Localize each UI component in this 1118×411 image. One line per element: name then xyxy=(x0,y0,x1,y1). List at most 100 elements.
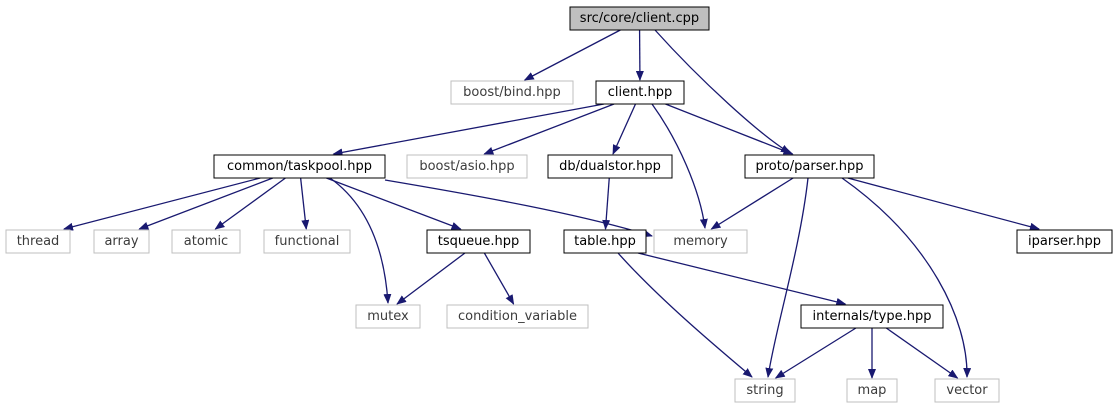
node-string: string xyxy=(734,378,796,403)
edge-path xyxy=(299,177,310,230)
edge-internals-type-to-vector xyxy=(885,327,959,379)
edge-client-cpp-to-boost-bind xyxy=(523,29,621,81)
edge-client-hpp-to-db-dualstor xyxy=(612,103,637,155)
edge-path xyxy=(214,177,286,230)
node-box xyxy=(263,229,351,254)
node-box[interactable] xyxy=(744,154,875,179)
node-box[interactable] xyxy=(595,80,685,105)
node-box[interactable] xyxy=(213,154,386,179)
edge-proto-parser-to-string xyxy=(765,177,809,378)
edge-common-taskpool-to-mutex xyxy=(329,177,392,304)
node-common-taskpool[interactable]: common/taskpool.hpp xyxy=(213,154,386,179)
node-internals-type[interactable]: internals/type.hpp xyxy=(800,304,944,329)
node-label: mutex xyxy=(367,309,409,324)
edge-path xyxy=(326,177,462,230)
node-vector: vector xyxy=(934,378,1000,403)
edge-path xyxy=(396,252,466,305)
node-table[interactable]: table.hpp xyxy=(563,229,647,254)
edge-path xyxy=(523,29,621,81)
node-label: client.hpp xyxy=(608,85,673,100)
edge-path xyxy=(329,177,392,304)
node-label: atomic xyxy=(184,234,228,249)
node-boost-asio: boost/asio.hpp xyxy=(406,154,528,179)
edge-path xyxy=(654,29,791,154)
node-mutex: mutex xyxy=(355,304,421,329)
node-label: memory xyxy=(673,234,728,249)
node-box xyxy=(846,378,898,403)
node-label: internals/type.hpp xyxy=(813,309,932,324)
edge-path xyxy=(483,252,515,305)
node-label: array xyxy=(104,234,138,249)
edge-proto-parser-to-iparser xyxy=(847,177,1040,231)
edges-layer xyxy=(63,29,1040,379)
edge-path xyxy=(637,252,847,306)
node-iparser[interactable]: iparser.hpp xyxy=(1016,229,1113,254)
node-box xyxy=(5,229,71,254)
edge-client-cpp-to-proto-parser xyxy=(654,29,791,154)
edge-common-taskpool-to-atomic xyxy=(214,177,286,230)
edge-tsqueue-to-mutex xyxy=(396,252,466,305)
node-thread: thread xyxy=(5,229,71,254)
edge-path xyxy=(710,177,794,230)
node-box xyxy=(734,378,796,403)
node-label: iparser.hpp xyxy=(1028,234,1101,249)
edge-internals-type-to-string xyxy=(774,327,857,379)
edge-path xyxy=(483,103,615,155)
edge-common-taskpool-to-functional xyxy=(299,177,310,230)
edge-path xyxy=(617,252,753,378)
edge-path xyxy=(384,179,653,238)
edge-path xyxy=(138,177,274,230)
node-box xyxy=(934,378,1000,403)
node-label: boost/asio.hpp xyxy=(419,159,514,174)
edge-common-taskpool-to-thread xyxy=(63,177,261,231)
node-label: thread xyxy=(17,234,60,249)
node-box[interactable] xyxy=(547,154,673,179)
node-box[interactable] xyxy=(569,6,710,31)
node-label: proto/parser.hpp xyxy=(755,159,863,174)
node-map: map xyxy=(846,378,898,403)
node-memory: memory xyxy=(653,229,748,254)
node-client-hpp[interactable]: client.hpp xyxy=(595,80,685,105)
edge-common-taskpool-to-memory xyxy=(384,179,653,238)
edge-proto-parser-to-memory xyxy=(710,177,794,230)
node-condition-variable: condition_variable xyxy=(446,304,589,329)
node-array: array xyxy=(93,229,150,254)
node-box xyxy=(450,80,574,105)
node-box[interactable] xyxy=(800,304,944,329)
edge-table-to-string xyxy=(617,252,753,378)
edge-path xyxy=(841,177,972,378)
node-box xyxy=(93,229,150,254)
node-box xyxy=(446,304,589,329)
edge-tsqueue-to-condition-variable xyxy=(483,252,515,305)
edge-common-taskpool-to-tsqueue xyxy=(326,177,462,230)
node-label: condition_variable xyxy=(458,309,577,324)
node-client-cpp[interactable]: src/core/client.cpp xyxy=(569,6,710,31)
node-boost-bind: boost/bind.hpp xyxy=(450,80,574,105)
node-tsqueue[interactable]: tsqueue.hpp xyxy=(426,229,531,254)
node-label: common/taskpool.hpp xyxy=(227,159,372,174)
edge-path xyxy=(602,177,611,230)
edge-client-hpp-to-proto-parser xyxy=(665,103,794,155)
nodes-layer: src/core/client.cpp boost/bind.hpp client.… xyxy=(5,6,1113,403)
node-label: functional xyxy=(275,234,340,249)
node-label: vector xyxy=(946,383,988,398)
node-box[interactable] xyxy=(1016,229,1113,254)
edge-path xyxy=(847,177,1040,231)
node-box xyxy=(406,154,528,179)
node-box[interactable] xyxy=(563,229,647,254)
edge-client-hpp-to-common-taskpool xyxy=(332,103,605,157)
edge-client-hpp-to-boost-asio xyxy=(483,103,615,155)
edge-path xyxy=(612,103,637,155)
node-label: map xyxy=(858,383,887,398)
node-atomic: atomic xyxy=(171,229,241,254)
node-proto-parser[interactable]: proto/parser.hpp xyxy=(744,154,875,179)
edge-client-hpp-to-memory xyxy=(651,103,708,229)
edge-path xyxy=(651,103,708,229)
node-db-dualstor[interactable]: db/dualstor.hpp xyxy=(547,154,673,179)
edge-path xyxy=(765,177,809,378)
node-label: src/core/client.cpp xyxy=(580,11,699,26)
edge-db-dualstor-to-table xyxy=(602,177,611,230)
node-box[interactable] xyxy=(426,229,531,254)
edge-proto-parser-to-vector xyxy=(841,177,972,378)
